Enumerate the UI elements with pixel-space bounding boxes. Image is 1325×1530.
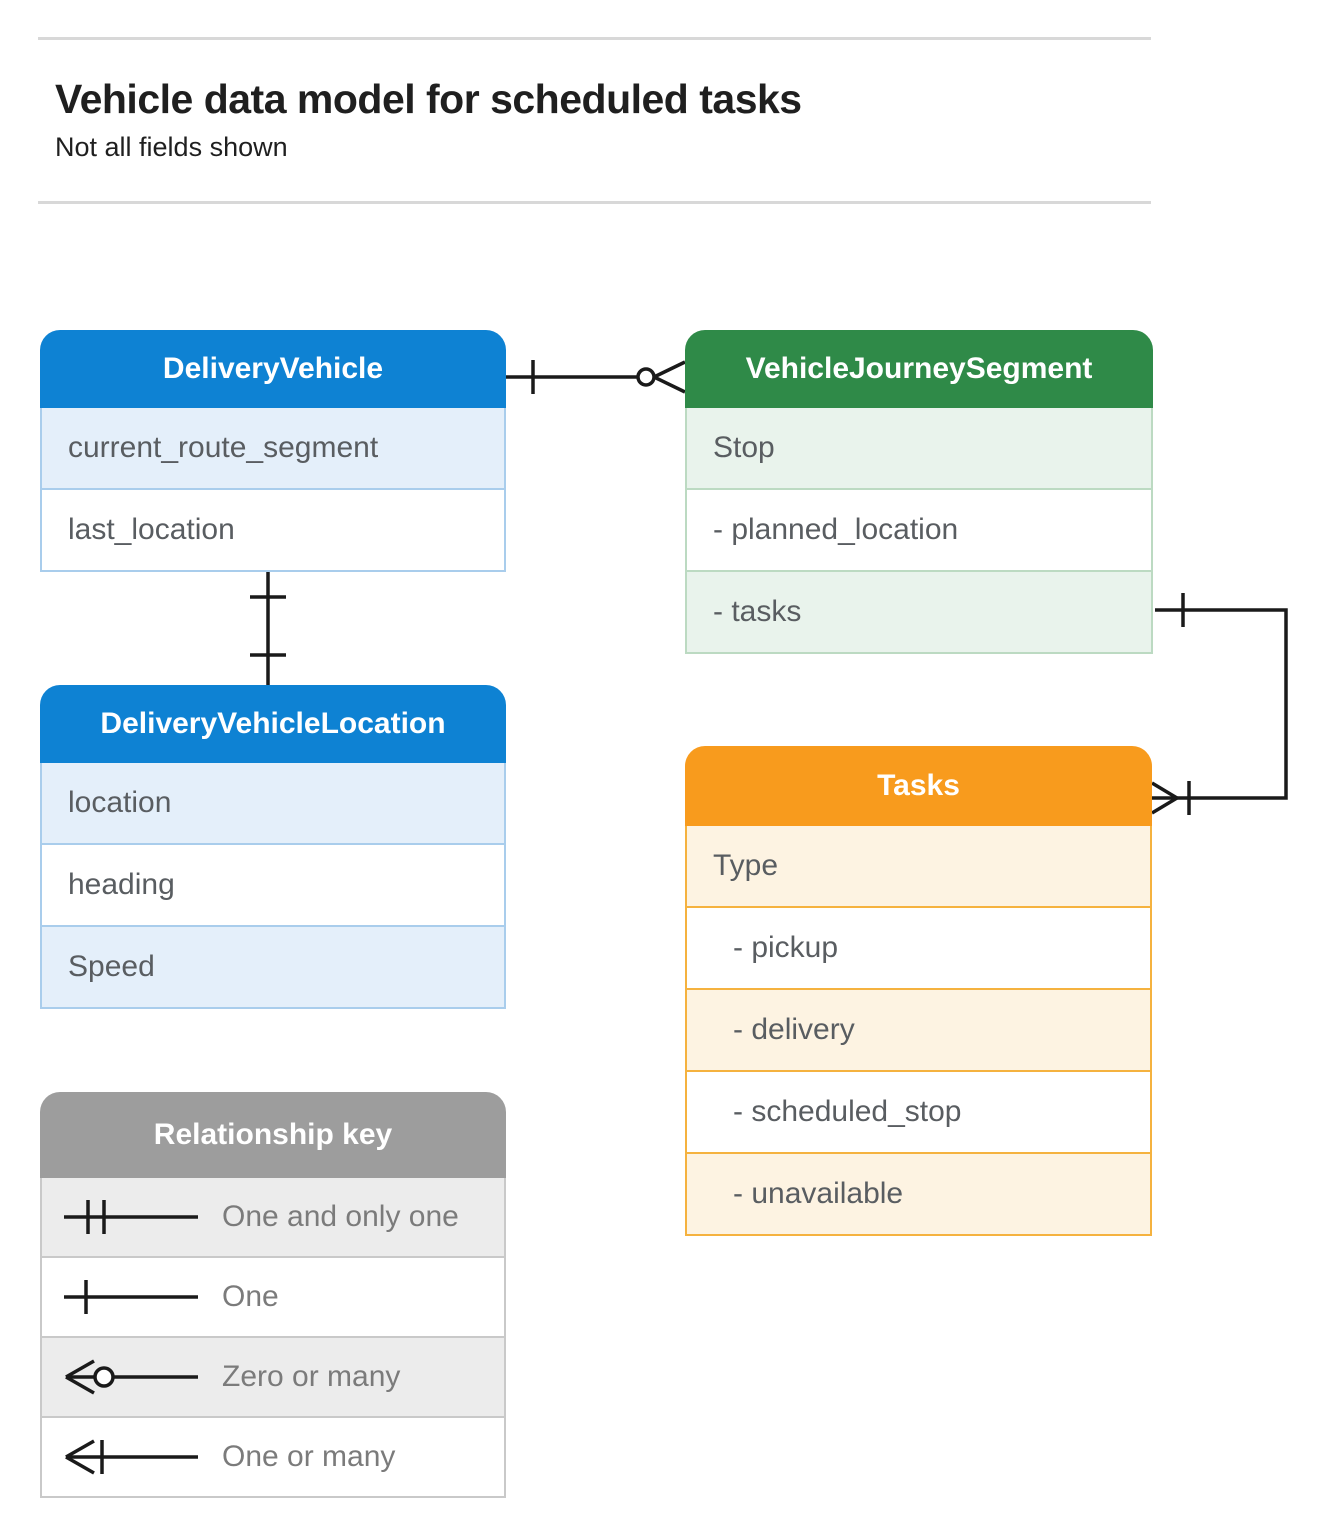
field-current-route-segment: current_route_segment <box>42 408 504 488</box>
field-heading: heading <box>42 843 504 925</box>
entity-delivery-vehicle: DeliveryVehicle current_route_segment la… <box>40 330 506 572</box>
connector-deliveryvehicle-vehiclejourneysegment <box>506 360 686 394</box>
field-last-location: last_location <box>42 488 504 570</box>
entity-delivery-vehicle-title: DeliveryVehicle <box>40 330 506 408</box>
field-pickup: - pickup <box>687 906 1150 988</box>
relationship-key-title: Relationship key <box>40 1092 506 1178</box>
field-stop: Stop <box>687 408 1151 488</box>
connector-vehiclejourneysegment-tasks <box>1151 593 1288 815</box>
field-scheduled-stop: - scheduled_stop <box>687 1070 1150 1152</box>
legend-item-zero-or-many: Zero or many <box>42 1336 504 1416</box>
legend-label: One <box>222 1280 279 1313</box>
entity-tasks-title: Tasks <box>685 746 1152 826</box>
legend-item-one: One <box>42 1256 504 1336</box>
field-type: Type <box>687 826 1150 906</box>
field-location: location <box>42 763 504 843</box>
second-divider <box>38 201 1151 204</box>
field-planned-location: - planned_location <box>687 488 1151 570</box>
zero-or-many-symbol <box>65 1359 198 1395</box>
entity-delivery-vehicle-location: DeliveryVehicleLocation location heading… <box>40 685 506 1009</box>
field-speed: Speed <box>42 925 504 1007</box>
legend-item-one-or-many: One or many <box>42 1416 504 1496</box>
field-tasks: - tasks <box>687 570 1151 652</box>
legend-label: One or many <box>222 1440 396 1473</box>
connector-deliveryvehicle-deliveryvehiclelocation <box>250 568 286 685</box>
legend-label: Zero or many <box>222 1360 401 1393</box>
legend-item-one-and-only-one: One and only one <box>42 1178 504 1256</box>
entity-delivery-vehicle-location-title: DeliveryVehicleLocation <box>40 685 506 763</box>
entity-tasks: Tasks Type - pickup - delivery - schedul… <box>685 746 1152 1236</box>
one-or-many-symbol <box>65 1439 198 1475</box>
page-subtitle: Not all fields shown <box>55 132 288 162</box>
entity-vehicle-journey-segment: VehicleJourneySegment Stop - planned_loc… <box>685 330 1153 654</box>
one-and-only-one-symbol <box>64 1200 198 1234</box>
relationship-key: Relationship key One and only one <box>40 1092 506 1498</box>
one-symbol <box>64 1280 198 1314</box>
top-divider <box>38 37 1151 40</box>
page-title: Vehicle data model for scheduled tasks <box>55 76 802 122</box>
field-delivery: - delivery <box>687 988 1150 1070</box>
field-unavailable: - unavailable <box>687 1152 1150 1234</box>
legend-label: One and only one <box>222 1200 459 1233</box>
entity-vehicle-journey-segment-title: VehicleJourneySegment <box>685 330 1153 408</box>
